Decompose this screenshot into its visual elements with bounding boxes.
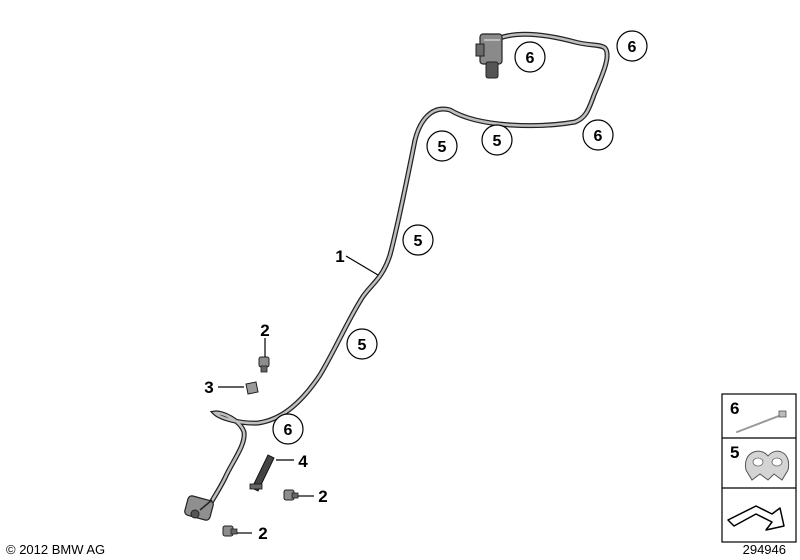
callout-5-upper-a: 5	[426, 130, 458, 162]
bolt-part-2-top	[258, 356, 270, 373]
fluid-line	[205, 31, 610, 511]
label-part-4: 4	[298, 452, 308, 471]
leader-lines	[218, 255, 379, 534]
top-connector	[475, 33, 503, 79]
callout-6-top-a-text: 6	[526, 50, 535, 67]
callout-6-right-text: 6	[594, 128, 603, 145]
label-part-2-mid: 2	[318, 487, 327, 506]
diagram-number: 294946	[743, 542, 786, 557]
bolt-part-2-mid	[283, 489, 299, 501]
arrow-icon	[727, 505, 785, 531]
callout-5-mid: 5	[402, 224, 434, 256]
clip-part-3	[245, 381, 259, 395]
callout-6-top-a: 6	[514, 41, 546, 73]
callout-5-mid-text: 5	[414, 233, 423, 250]
legend-item-6-label: 6	[730, 399, 739, 418]
label-part-1: 1	[335, 247, 344, 266]
callout-5-lower: 5	[346, 328, 378, 360]
callout-5-upper-b: 5	[481, 124, 513, 156]
label-part-3: 3	[204, 378, 213, 397]
callout-5-upper-a-text: 5	[438, 139, 447, 156]
cable-tie-icon	[736, 410, 787, 433]
bracket-part-4	[249, 454, 275, 492]
legend-item-5-label: 5	[730, 443, 739, 462]
callout-6-right: 6	[582, 119, 614, 151]
callout-5-upper-b-text: 5	[493, 133, 502, 150]
copyright-text: © 2012 BMW AG	[6, 542, 105, 557]
callout-6-bottom: 6	[272, 413, 304, 445]
callout-6-top-b-text: 6	[628, 39, 637, 56]
pipe-clip-icon	[744, 450, 790, 481]
callout-5-lower-text: 5	[358, 337, 367, 354]
callout-6-top-b: 6	[616, 30, 648, 62]
callout-6-bottom-text: 6	[284, 422, 293, 439]
bottom-fitting	[184, 495, 214, 521]
bolt-part-2-bottom	[222, 525, 238, 537]
legend-panel: 6 5	[721, 393, 797, 543]
label-part-2-top: 2	[260, 321, 269, 340]
label-part-2-bottom: 2	[258, 524, 267, 543]
